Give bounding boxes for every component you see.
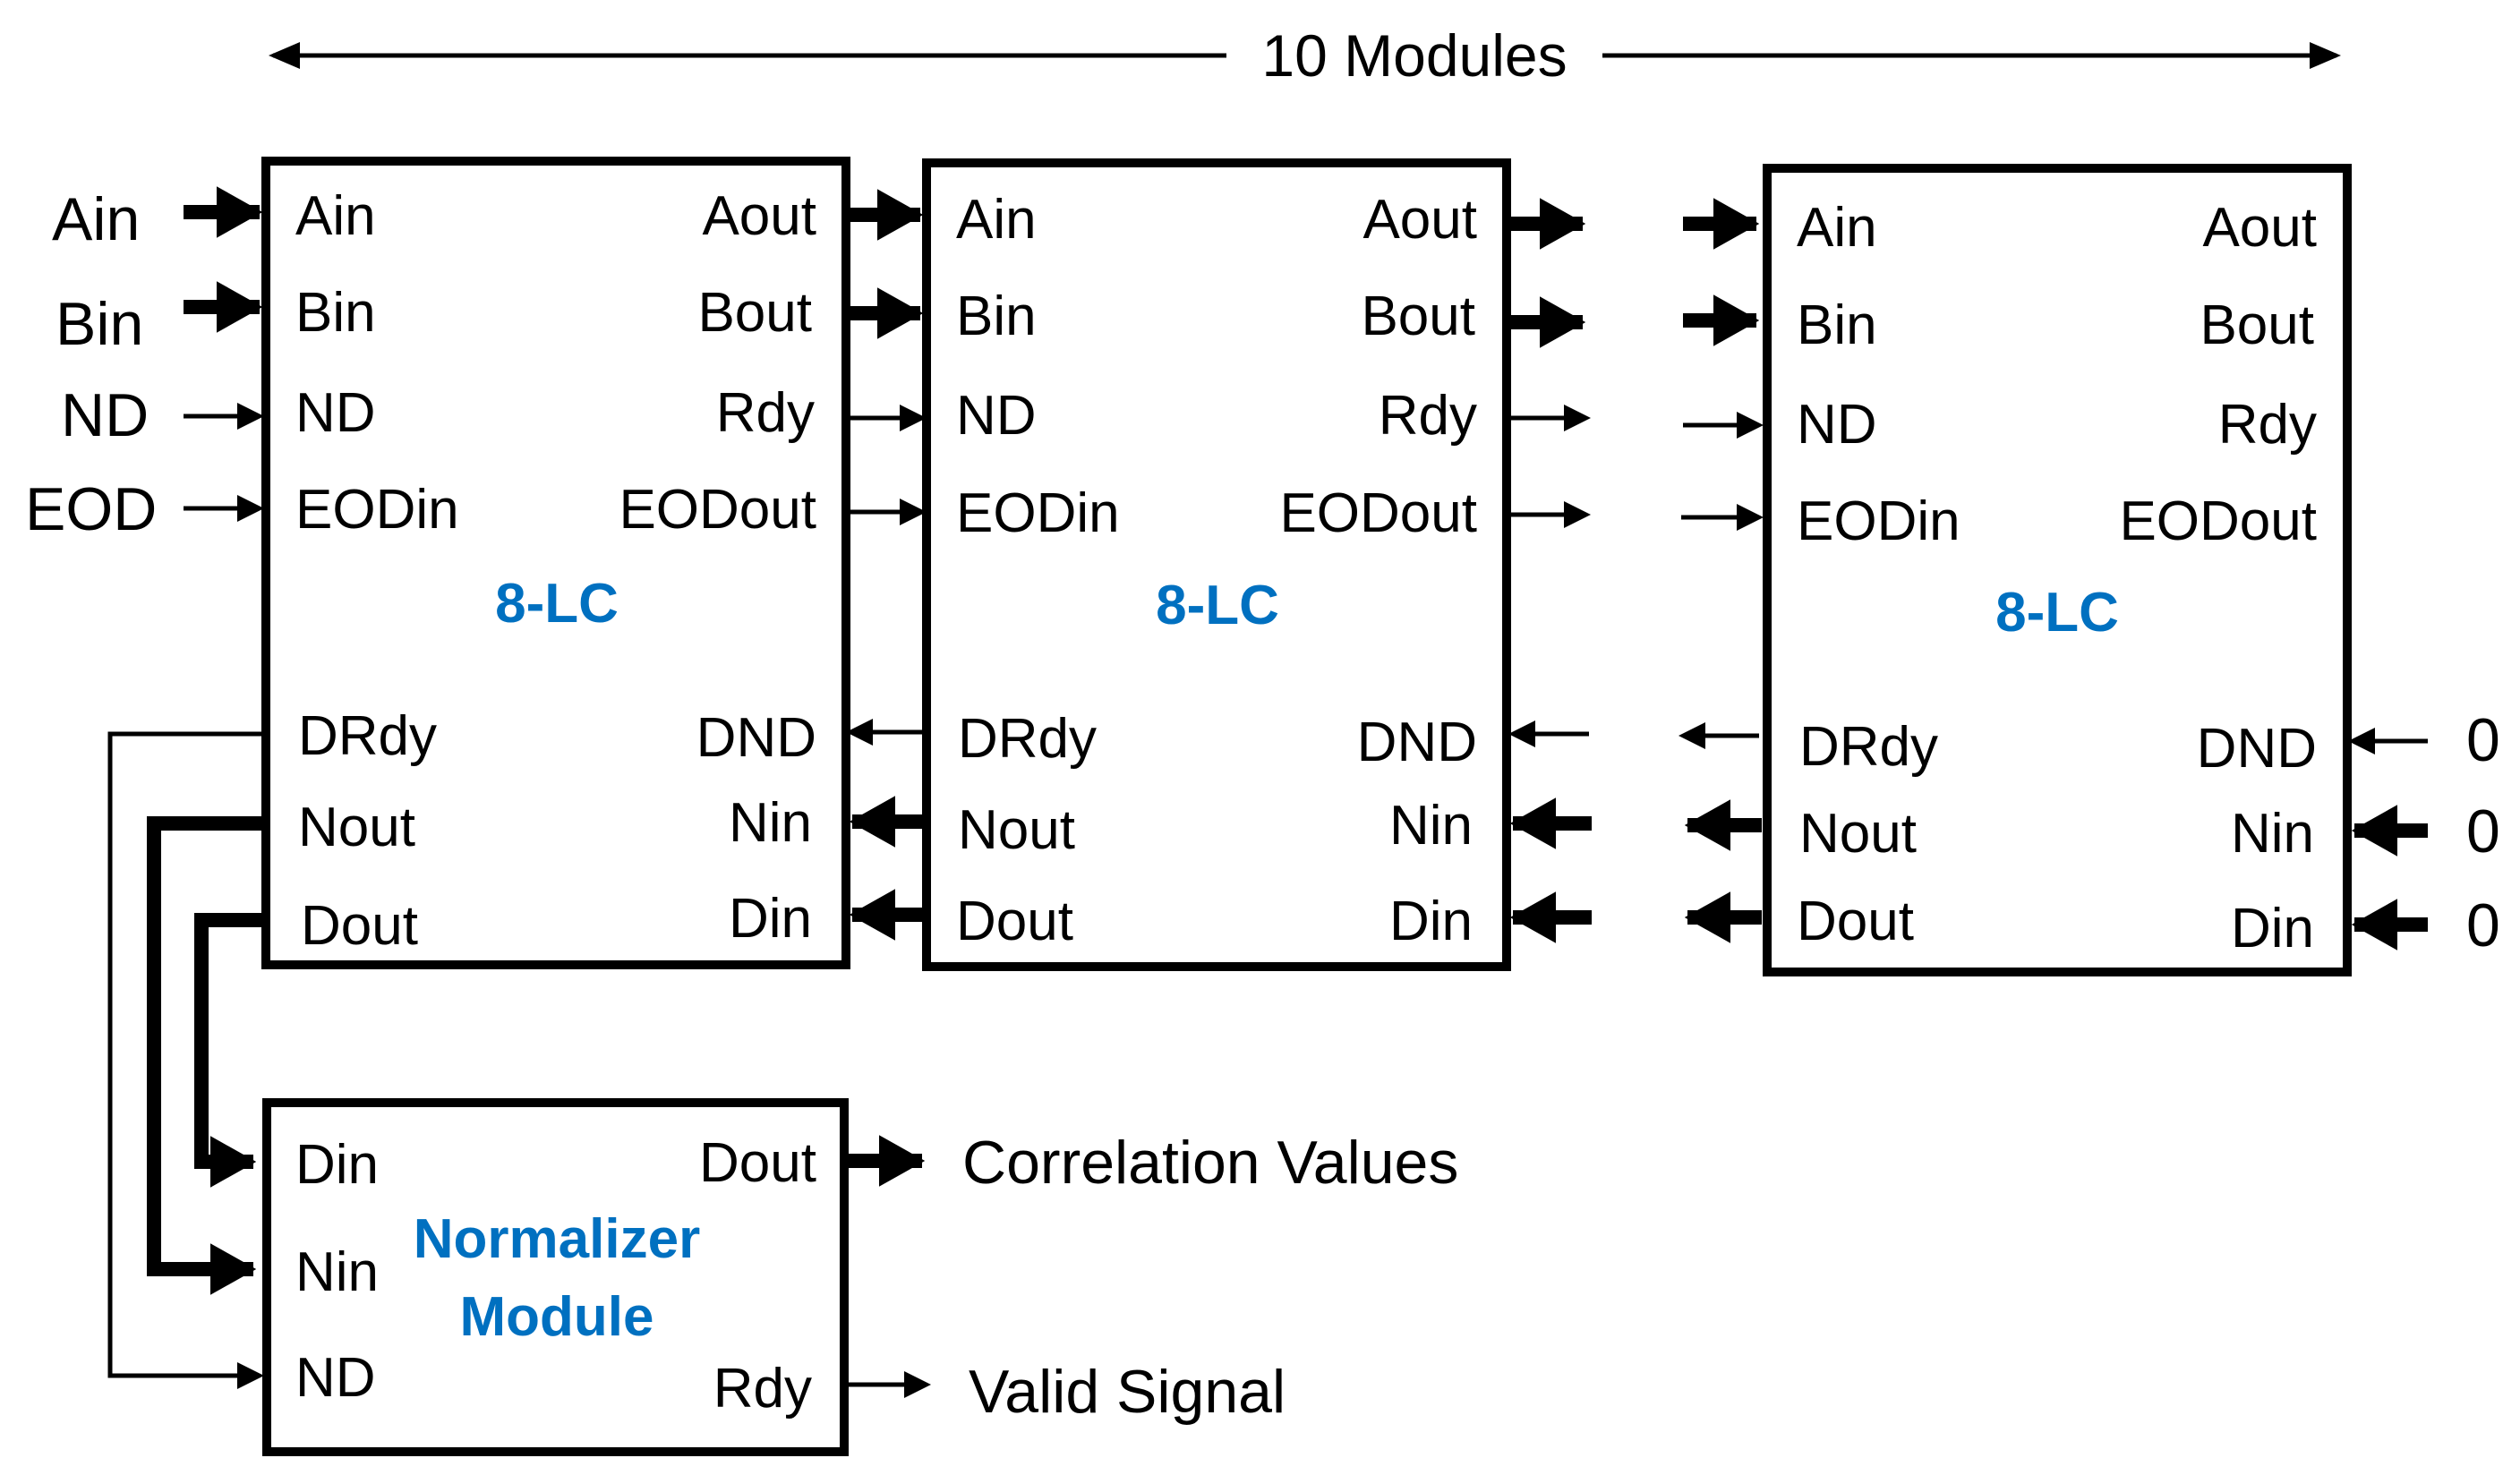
lc2-pin-nout: Nout: [958, 799, 1075, 861]
lc1-pin-bin: Bin: [295, 282, 376, 344]
lc2-pin-nd: ND: [956, 385, 1037, 447]
tail-nin-value: 0: [2466, 797, 2500, 865]
lc2-pin-rdy: Rdy: [1379, 385, 1477, 447]
normalizer-title-line1: Normalizer: [414, 1208, 700, 1270]
tail-din-value: 0: [2466, 891, 2500, 959]
norm-pin-din: Din: [295, 1134, 379, 1196]
lc3-pin-aout: Aout: [2202, 197, 2317, 259]
ext-bin-label: Bin: [56, 290, 143, 358]
lc1-pin-eodin: EODin: [295, 479, 459, 541]
lc2-pin-nin: Nin: [1389, 795, 1473, 857]
links-block2-gap: [1508, 198, 1764, 943]
output-correlation-label: Correlation Values: [962, 1129, 1458, 1197]
lc2-pin-dout: Dout: [956, 891, 1073, 952]
lc3-pin-nd: ND: [1797, 394, 1877, 456]
ext-ain-label: Ain: [52, 185, 140, 253]
lc1-pin-ain: Ain: [295, 185, 376, 247]
norm-pin-nin: Nin: [295, 1241, 379, 1303]
lc2-pin-bin: Bin: [956, 286, 1037, 347]
lc3-pin-drdy: DRdy: [1799, 716, 1938, 778]
lc1-pin-nout: Nout: [298, 797, 415, 858]
lc2-pin-bout: Bout: [1361, 286, 1475, 347]
wire-nout-to-nin: [147, 816, 266, 1295]
lc2-pin-dnd: DND: [1357, 712, 1477, 773]
wire-dout-to-din: [194, 913, 266, 1188]
lc-block-1-title: 8-LC: [495, 573, 619, 635]
normalizer-module: Normalizer Module Din Nin ND Dout Rdy: [262, 1098, 849, 1456]
lc3-pin-nout: Nout: [1799, 803, 1917, 865]
normalizer-frame: [262, 1098, 849, 1456]
links-block1-block2: [846, 189, 927, 941]
norm-pin-nd: ND: [295, 1347, 376, 1409]
normalizer-feed-wires: [107, 731, 266, 1389]
norm-pin-dout: Dout: [699, 1132, 816, 1194]
lc3-pin-bout: Bout: [2200, 294, 2314, 356]
ext-eod-label: EOD: [25, 475, 157, 543]
lc3-pin-rdy: Rdy: [2218, 394, 2317, 456]
output-valid-label: Valid Signal: [969, 1358, 1286, 1426]
norm-pin-rdy: Rdy: [713, 1358, 812, 1420]
lc-block-1: 8-LC Ain Bin ND EODin DRdy Nout Dout Aou…: [261, 157, 850, 969]
tail-dnd-value: 0: [2466, 706, 2500, 774]
lc3-pin-bin: Bin: [1797, 294, 1877, 356]
lc2-pin-ain: Ain: [956, 189, 1037, 251]
tail-inputs: 0 0 0: [2348, 706, 2500, 959]
lc3-pin-eodin: EODin: [1797, 490, 1960, 552]
system-outputs: Correlation Values Valid Signal: [849, 1129, 1458, 1426]
lc1-pin-nin: Nin: [729, 792, 812, 854]
normalizer-title-line2: Module: [460, 1286, 654, 1348]
lc3-pin-dnd: DND: [2197, 718, 2317, 780]
lc-block-2-title: 8-LC: [1156, 575, 1279, 636]
lc3-pin-din: Din: [2231, 898, 2314, 959]
wire-drdy-to-nd: [107, 731, 266, 1389]
lc-block-2-frame: [922, 158, 1511, 971]
lc2-pin-eodin: EODin: [956, 482, 1120, 544]
lc3-pin-eodout: EODout: [2119, 490, 2317, 552]
lc1-pin-din: Din: [729, 888, 812, 950]
lc1-pin-aout: Aout: [702, 185, 816, 247]
lc1-pin-dout: Dout: [301, 895, 418, 957]
lc1-pin-nd: ND: [295, 382, 376, 444]
lc1-pin-dnd: DND: [696, 707, 816, 769]
lc3-pin-dout: Dout: [1797, 891, 1914, 952]
lc1-pin-drdy: DRdy: [298, 705, 437, 767]
lc1-pin-bout: Bout: [697, 282, 812, 344]
module-count-label: 10 Modules: [1261, 22, 1567, 89]
lc2-pin-aout: Aout: [1363, 189, 1477, 251]
lc1-pin-rdy: Rdy: [716, 382, 815, 444]
lc1-pin-eodout: EODout: [619, 479, 816, 541]
module-span-indicator: 10 Modules: [269, 22, 2341, 89]
lc-block-1-frame: [261, 157, 850, 969]
lc-block-3-frame: [1763, 164, 2352, 976]
lc2-pin-din: Din: [1389, 891, 1473, 952]
ext-nd-label: ND: [61, 381, 149, 449]
lc-block-3: 8-LC Ain Bin ND EODin DRdy Nout Dout Aou…: [1763, 164, 2352, 976]
lc-block-3-title: 8-LC: [1995, 582, 2119, 644]
lc2-pin-eodout: EODout: [1279, 482, 1477, 544]
external-inputs: Ain Bin ND EOD: [25, 185, 264, 543]
lc2-pin-drdy: DRdy: [958, 708, 1097, 770]
lc3-pin-nin: Nin: [2231, 803, 2314, 865]
lc3-pin-ain: Ain: [1797, 197, 1877, 259]
lc-block-2: 8-LC Ain Bin ND EODin DRdy Nout Dout Aou…: [922, 158, 1511, 971]
